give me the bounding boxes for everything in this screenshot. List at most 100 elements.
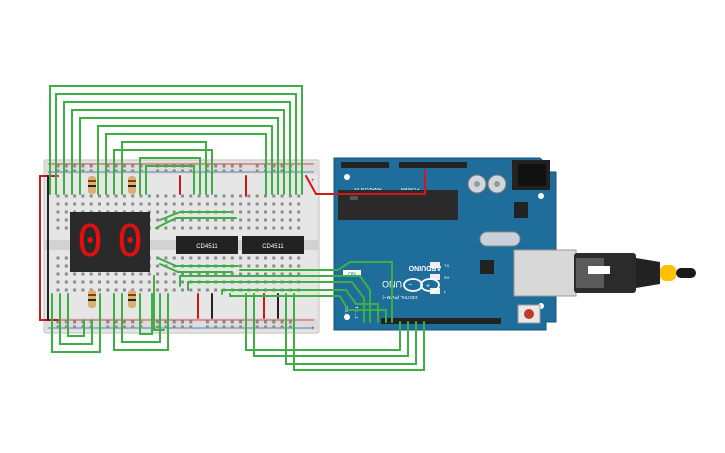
breadboard-hole [139,202,143,206]
wire-green [113,293,169,351]
breadboard-hole [164,202,168,206]
breadboard-hole [230,256,234,260]
breadboard-hole [280,194,284,198]
breadboard-hole [272,272,276,276]
ic-cd4511-1[interactable]: CD4511 [176,236,238,254]
wire-green [63,101,291,195]
rail-hole [280,169,284,173]
breadboard-hole [239,226,243,230]
breadboard-hole [297,202,301,206]
rail-hole [222,169,226,173]
wire-green [121,293,161,343]
breadboard-hole [247,226,251,230]
rail-hole [56,325,60,329]
breadboard-hole [156,202,160,206]
wire-green [79,117,279,195]
breadboard-hole [122,202,126,206]
breadboard-hole [181,288,184,292]
breadboard-hole [280,264,284,268]
breadboard-hole [264,202,267,206]
breadboard-hole [214,202,218,206]
breadboard-hole [222,226,226,230]
breadboard-hole [147,288,151,292]
rail-hole [288,325,292,329]
breadboard-hole [64,264,68,268]
rail-hole [181,325,184,329]
breadboard-hole [272,256,276,260]
breadboard-hole [247,194,251,198]
rail-hole [156,325,160,329]
seven-segment-display-1[interactable]: 0 [70,212,110,272]
wire-green [155,217,237,229]
breadboard-hole [81,280,85,284]
breadboard-hole [230,210,234,214]
usb-port[interactable] [513,249,577,297]
l-label: L [444,289,447,294]
mount-hole [538,193,544,199]
breadboard-hole [239,256,243,260]
rail-hole [131,325,135,329]
usb-cable[interactable] [574,253,696,293]
arduino-uno-board[interactable]: ANALOG IN POWER TX RX L − + ARDUINO UNO … [333,157,577,331]
wire-green [139,157,201,195]
breadboard-hole [272,202,276,206]
breadboard-hole [222,194,226,198]
wires[interactable] [39,85,426,371]
ic-cd4511-2[interactable]: CD4511 [242,236,304,254]
rail-hole [172,320,176,324]
breadboard-hole [297,272,301,276]
breadboard-hole [280,256,284,260]
breadboard-hole [139,272,143,276]
seven-segment-display-2[interactable]: 0 [110,212,150,272]
rail-hole [214,164,218,168]
rail-plus-label: + [311,178,315,184]
rail-hole [114,325,118,329]
rail-hole [131,320,135,324]
header-power [399,162,467,168]
breadboard-hole [288,226,292,230]
rail-hole [272,325,276,329]
resistor[interactable] [128,290,136,308]
breadboard-hole [56,202,60,206]
breadboard-hole [255,256,259,260]
rail-hole [255,164,259,168]
arduino-logo: − + [403,278,440,292]
breadboard-hole [172,202,176,206]
breadboard-hole [172,194,176,198]
wire-green [157,257,239,267]
breadboard-hole [247,256,251,260]
breadboard-hole [164,226,168,230]
breadboard-hole [181,218,184,222]
breadboard-hole [89,272,93,276]
rail-hole [189,320,193,324]
rail-hole [239,169,243,173]
breadboard-hole [64,226,68,230]
rail-hole [189,325,193,329]
rail-hole [73,320,77,324]
resistor[interactable] [88,176,96,194]
wire-green [239,261,393,323]
mount-hole [344,314,350,320]
wire-green [97,125,273,195]
breadboard-hole [239,194,243,198]
wire-green [121,141,207,195]
breadboard-hole [264,218,267,222]
wire-green [145,165,195,195]
rail-hole [255,320,259,324]
resistor[interactable] [88,290,96,308]
breadboard-hole [56,288,60,292]
breadboard-hole [106,202,110,206]
breadboard-hole [64,194,68,198]
breadboard-hole [122,272,126,276]
rail-hole [64,325,68,329]
resistor[interactable] [128,176,136,194]
breadboard-hole [280,226,284,230]
breadboard-hole [239,202,243,206]
breadboard-hole [89,202,93,206]
breadboard-hole [139,194,143,198]
breadboard-hole [122,288,126,292]
breadboard-hole [89,280,93,284]
rail-hole [280,164,284,168]
wire-green [59,293,93,345]
breadboard-hole [81,194,85,198]
